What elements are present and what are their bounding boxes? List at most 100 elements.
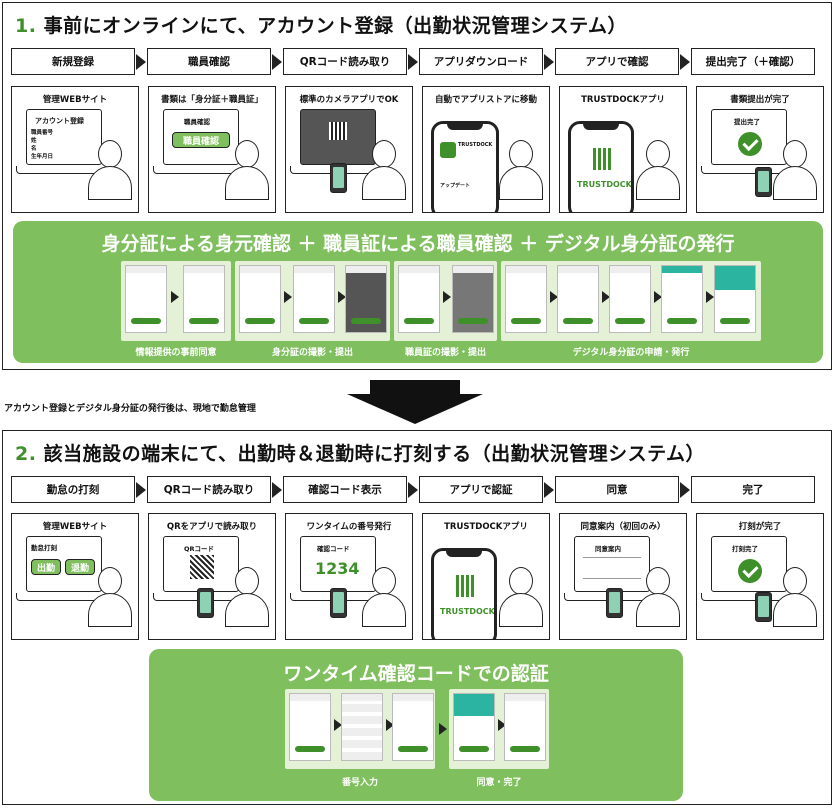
step-consent: 同意 xyxy=(555,476,679,503)
card-caption: 管理WEBサイト xyxy=(42,522,108,532)
trustdock-logo-icon xyxy=(593,148,613,170)
app-logo-icon xyxy=(440,142,456,158)
card-caption: 書類は「身分証＋職員証」 xyxy=(160,95,263,105)
step-qr-read: QRコード読み取り xyxy=(147,476,271,503)
app-screenshot xyxy=(289,693,331,761)
app-screenshot xyxy=(341,693,383,761)
group-label: 同意・完了 xyxy=(476,778,522,788)
card-consent: 同意案内（初回のみ） 同意案内 xyxy=(559,513,687,640)
smartphone-icon xyxy=(330,163,347,193)
card-complete: 打刻が完了 打刻完了 xyxy=(696,513,824,640)
person-icon xyxy=(773,567,817,627)
person-icon xyxy=(499,567,543,627)
form-field-label: 名 xyxy=(31,146,37,152)
section-2-cards: 管理WEBサイト 勤怠打刻 出勤 退勤 QRをアプリで読み取り QRコード ワン… xyxy=(11,513,824,640)
app-screenshot xyxy=(452,265,494,333)
group-consent-complete xyxy=(449,689,549,769)
section-1-number: 1. xyxy=(15,15,37,37)
group-label: 職員証の撮影・提出 xyxy=(404,348,486,358)
consent-label: 同意案内 xyxy=(595,545,621,553)
person-icon xyxy=(636,140,680,200)
group-label: 番号入力 xyxy=(341,778,378,788)
app-screenshot xyxy=(392,693,434,761)
arrow-icon xyxy=(272,53,282,70)
arrow-icon xyxy=(272,481,282,498)
smartphone-icon xyxy=(755,592,772,622)
group-id-capture xyxy=(235,261,390,341)
arrow-icon xyxy=(706,291,714,303)
section-1-title-text: 事前にオンラインにて、アカウント登録（出勤状況管理システム） xyxy=(43,15,628,37)
arrow-icon xyxy=(136,481,146,498)
card-admin-web: 管理WEBサイト 勤怠打刻 出勤 退勤 xyxy=(11,513,139,640)
app-update-text: アップデート xyxy=(440,183,471,189)
step-code-display: 確認コード表示 xyxy=(283,476,407,503)
smartphone-icon: TRUSTDOCK アップデート xyxy=(431,121,499,212)
smartphone-icon xyxy=(606,588,623,618)
consent-text-lines xyxy=(583,557,641,579)
step-new-registration: 新規登録 xyxy=(11,48,135,75)
check-icon xyxy=(738,132,762,156)
banner-title: 身分証による身元確認 ＋ 職員証による職員確認 ＋ デジタル身分証の発行 xyxy=(101,233,735,255)
step-submit-complete: 提出完了（＋確認） xyxy=(691,48,815,75)
arrow-icon xyxy=(544,481,554,498)
card-caption: 管理WEBサイト xyxy=(42,95,108,105)
down-arrow-icon xyxy=(347,380,483,424)
group-consent xyxy=(121,261,231,341)
laptop-icon: 職員確認 職員確認 xyxy=(163,109,239,165)
section-1-title: 1. 事前にオンラインにて、アカウント登録（出勤状況管理システム） xyxy=(15,11,627,38)
arrow-icon xyxy=(136,53,146,70)
card-caption: 書類提出が完了 xyxy=(730,95,790,105)
form-field-label: 生年月日 xyxy=(31,154,54,160)
person-icon xyxy=(362,567,406,627)
laptop-icon: 同意案内 xyxy=(574,536,650,592)
card-qr-camera: 標準のカメラアプリでOK xyxy=(285,86,413,213)
group-label: デジタル身分証の申請・発行 xyxy=(572,348,690,358)
arrow-icon xyxy=(171,291,179,303)
card-app-store: 自動でアプリストアに移動 TRUSTDOCK アップデート xyxy=(422,86,550,213)
app-screenshot xyxy=(239,265,281,333)
laptop-icon: 勤怠打刻 出勤 退勤 xyxy=(26,536,102,592)
form-field-label: 職員番号 xyxy=(31,130,54,136)
code-label: 確認コード xyxy=(317,545,350,553)
app-screenshot xyxy=(183,265,225,333)
section-2-panel: 2. 該当施設の端末にて、出勤時＆退勤時に打刻する（出勤状況管理システム） 勤怠… xyxy=(2,430,832,805)
arrow-icon xyxy=(408,481,418,498)
app-screenshot xyxy=(609,265,651,333)
step-app-confirm: アプリで確認 xyxy=(555,48,679,75)
card-caption: ワンタイムの番号発行 xyxy=(306,522,392,532)
laptop-icon: 提出完了 xyxy=(711,109,787,165)
laptop-icon: QRコード xyxy=(163,536,239,592)
laptop-icon xyxy=(300,109,376,165)
code-value: 1234 xyxy=(315,559,360,578)
qr-code-icon xyxy=(190,555,214,579)
form-title: アカウント登録 xyxy=(35,117,84,125)
clock-in-button: 出勤 xyxy=(31,559,61,575)
section-2-title: 2. 該当施設の端末にて、出勤時＆退勤時に打刻する（出勤状況管理システム） xyxy=(15,439,705,466)
person-icon xyxy=(88,140,132,200)
laptop-icon: 確認コード 1234 xyxy=(300,536,376,592)
card-caption: TRUSTDOCKアプリ xyxy=(581,95,665,105)
app-brand-text: TRUSTDOCK xyxy=(440,607,495,616)
arrow-icon xyxy=(334,719,342,731)
card-caption: TRUSTDOCKアプリ xyxy=(444,522,528,532)
done-label: 打刻完了 xyxy=(732,545,758,553)
group-digital-id xyxy=(501,261,761,341)
qr-code-icon xyxy=(329,122,347,140)
step-qr-read: QRコード読み取り xyxy=(283,48,407,75)
smartphone-icon xyxy=(755,167,772,197)
person-icon xyxy=(225,140,269,200)
group-staff-capture xyxy=(394,261,497,341)
laptop-icon: アカウント登録 職員番号 姓 名 生年月日 xyxy=(26,109,102,165)
app-screenshot xyxy=(398,265,440,333)
person-icon xyxy=(362,140,406,200)
app-screenshot xyxy=(293,265,335,333)
section-1-panel: 1. 事前にオンラインにて、アカウント登録（出勤状況管理システム） 新規登録 職… xyxy=(2,2,832,370)
app-screenshot xyxy=(505,265,547,333)
arrow-icon xyxy=(408,53,418,70)
step-app-download: アプリダウンロード xyxy=(419,48,543,75)
arrow-icon xyxy=(498,719,506,731)
card-admin-web: 管理WEBサイト アカウント登録 職員番号 姓 名 生年月日 xyxy=(11,86,139,213)
section-1-steps: 新規登録 職員確認 QRコード読み取り アプリダウンロード アプリで確認 提出完… xyxy=(11,48,815,75)
app-screenshot xyxy=(125,265,167,333)
section-2-banner: ワンタイム確認コードでの認証 番号入力 同意・完了 xyxy=(149,649,683,801)
